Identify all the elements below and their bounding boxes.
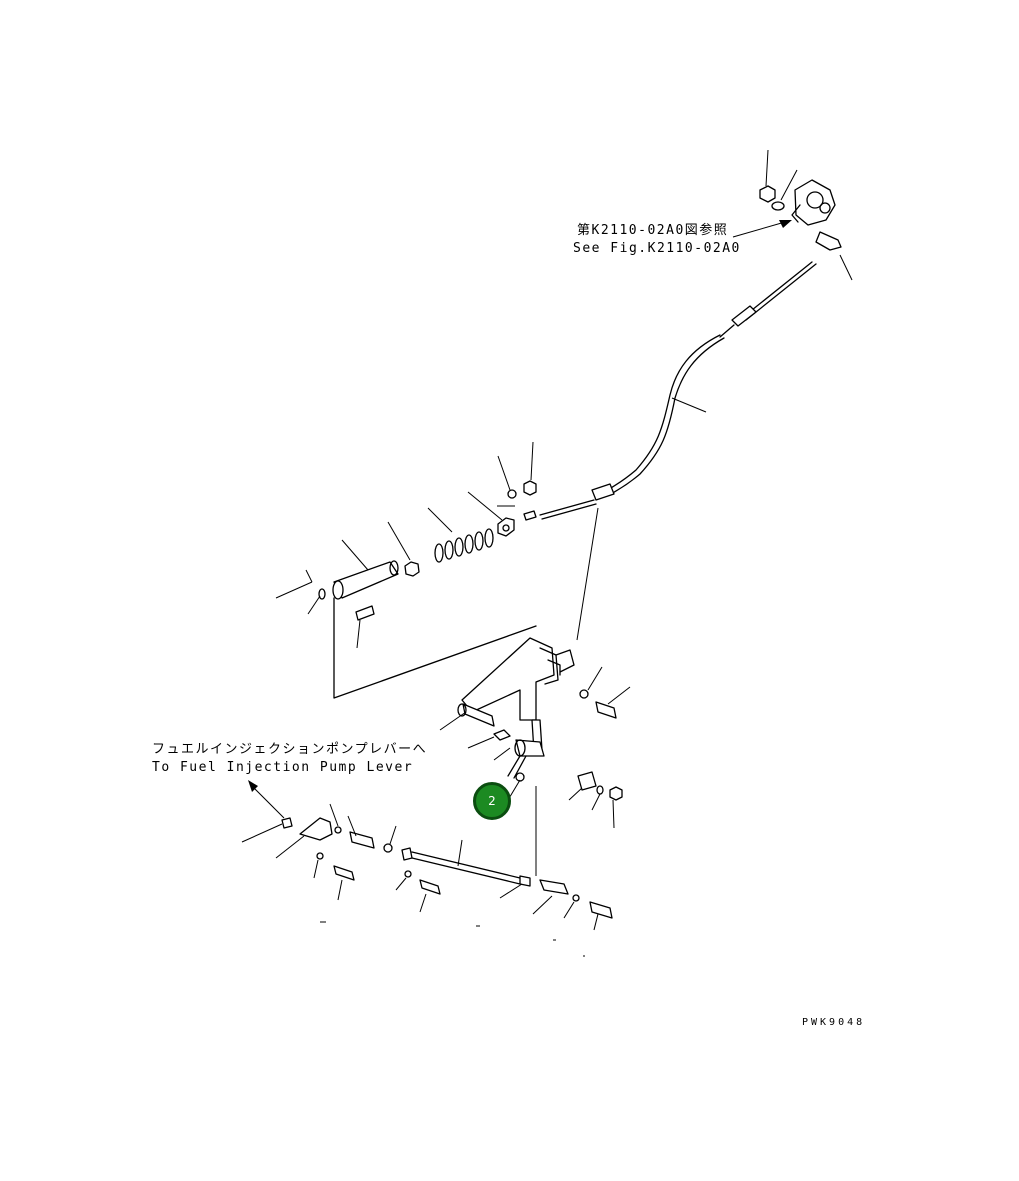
see-fig-note-jp: 第K2110-02A0図参照 — [577, 223, 729, 238]
fuel-pump-note-jp: フュエルインジェクションポンプレバーへ — [152, 742, 428, 757]
pedal-lever — [467, 688, 623, 876]
spring-damper-assembly — [275, 507, 494, 649]
see-fig-leader — [732, 220, 792, 238]
cable-nut-washer — [467, 441, 537, 537]
fuel-pump-note-en: To Fuel Injection Pump Lever — [152, 760, 414, 775]
governor-lever-assembly — [759, 149, 853, 281]
drawing-code: PWK9048 — [802, 1017, 866, 1028]
control-cable — [523, 261, 817, 521]
pedal-bracket — [333, 507, 631, 731]
fuel-pump-arrow — [248, 780, 285, 819]
callout-label: 2 — [488, 794, 496, 808]
callout-marker[interactable]: 2 — [473, 782, 511, 820]
see-fig-note-en: See Fig.K2110-02A0 — [573, 241, 741, 256]
fuel-pump-linkage — [241, 779, 613, 957]
